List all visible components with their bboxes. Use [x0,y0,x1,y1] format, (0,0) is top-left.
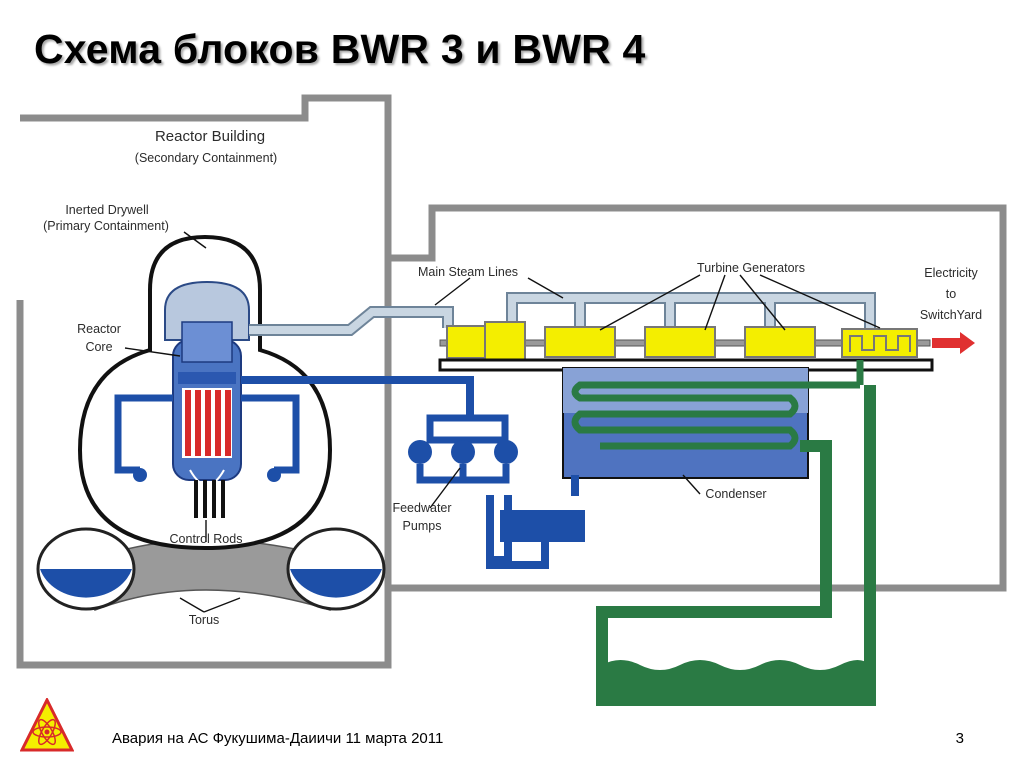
recirculation-loops [114,394,300,474]
label-electricity: Electricity [924,266,978,280]
torus [36,527,386,612]
label-reactor: Reactor [77,322,121,336]
feedwater-pumps [408,414,518,484]
generator-windings [849,335,911,352]
leader-lines [124,231,881,613]
feedwater-tank [500,510,585,542]
label-core: Core [85,340,112,354]
reactor-building-outline [16,94,392,669]
radiation-logo-icon [20,698,74,752]
label-condenser: Condenser [705,487,766,501]
label-pumps: Pumps [403,519,442,533]
label-main-steam-lines: Main Steam Lines [418,265,518,279]
electricity-arrow [932,332,975,354]
cooling-basin-water [602,660,870,705]
label-primary-containment: (Primary Containment) [43,219,169,233]
label-turbine-generators: Turbine Generators [697,261,805,275]
slide-title: Схема блоков BWR 3 и BWR 4 [34,26,646,72]
label-reactor-building: Reactor Building [155,128,265,145]
page-number: 3 [955,730,964,747]
label-feedwater: Feedwater [392,501,451,515]
reactor-vessel [164,280,250,518]
label-to: to [946,287,956,301]
condenser-coil [571,360,864,450]
label-control-rods: Control Rods [170,532,243,546]
steam-header [506,292,876,328]
label-secondary-containment: (Secondary Containment) [135,151,277,165]
label-inerted-drywell: Inerted Drywell [65,203,148,217]
turbine-building-outline [388,204,1007,592]
footer-text: Авария на АС Фукушима-Даиичи 11 марта 20… [112,730,444,747]
label-torus: Torus [189,613,220,627]
turbine-generators [446,321,918,363]
label-switchyard: SwitchYard [920,308,982,322]
